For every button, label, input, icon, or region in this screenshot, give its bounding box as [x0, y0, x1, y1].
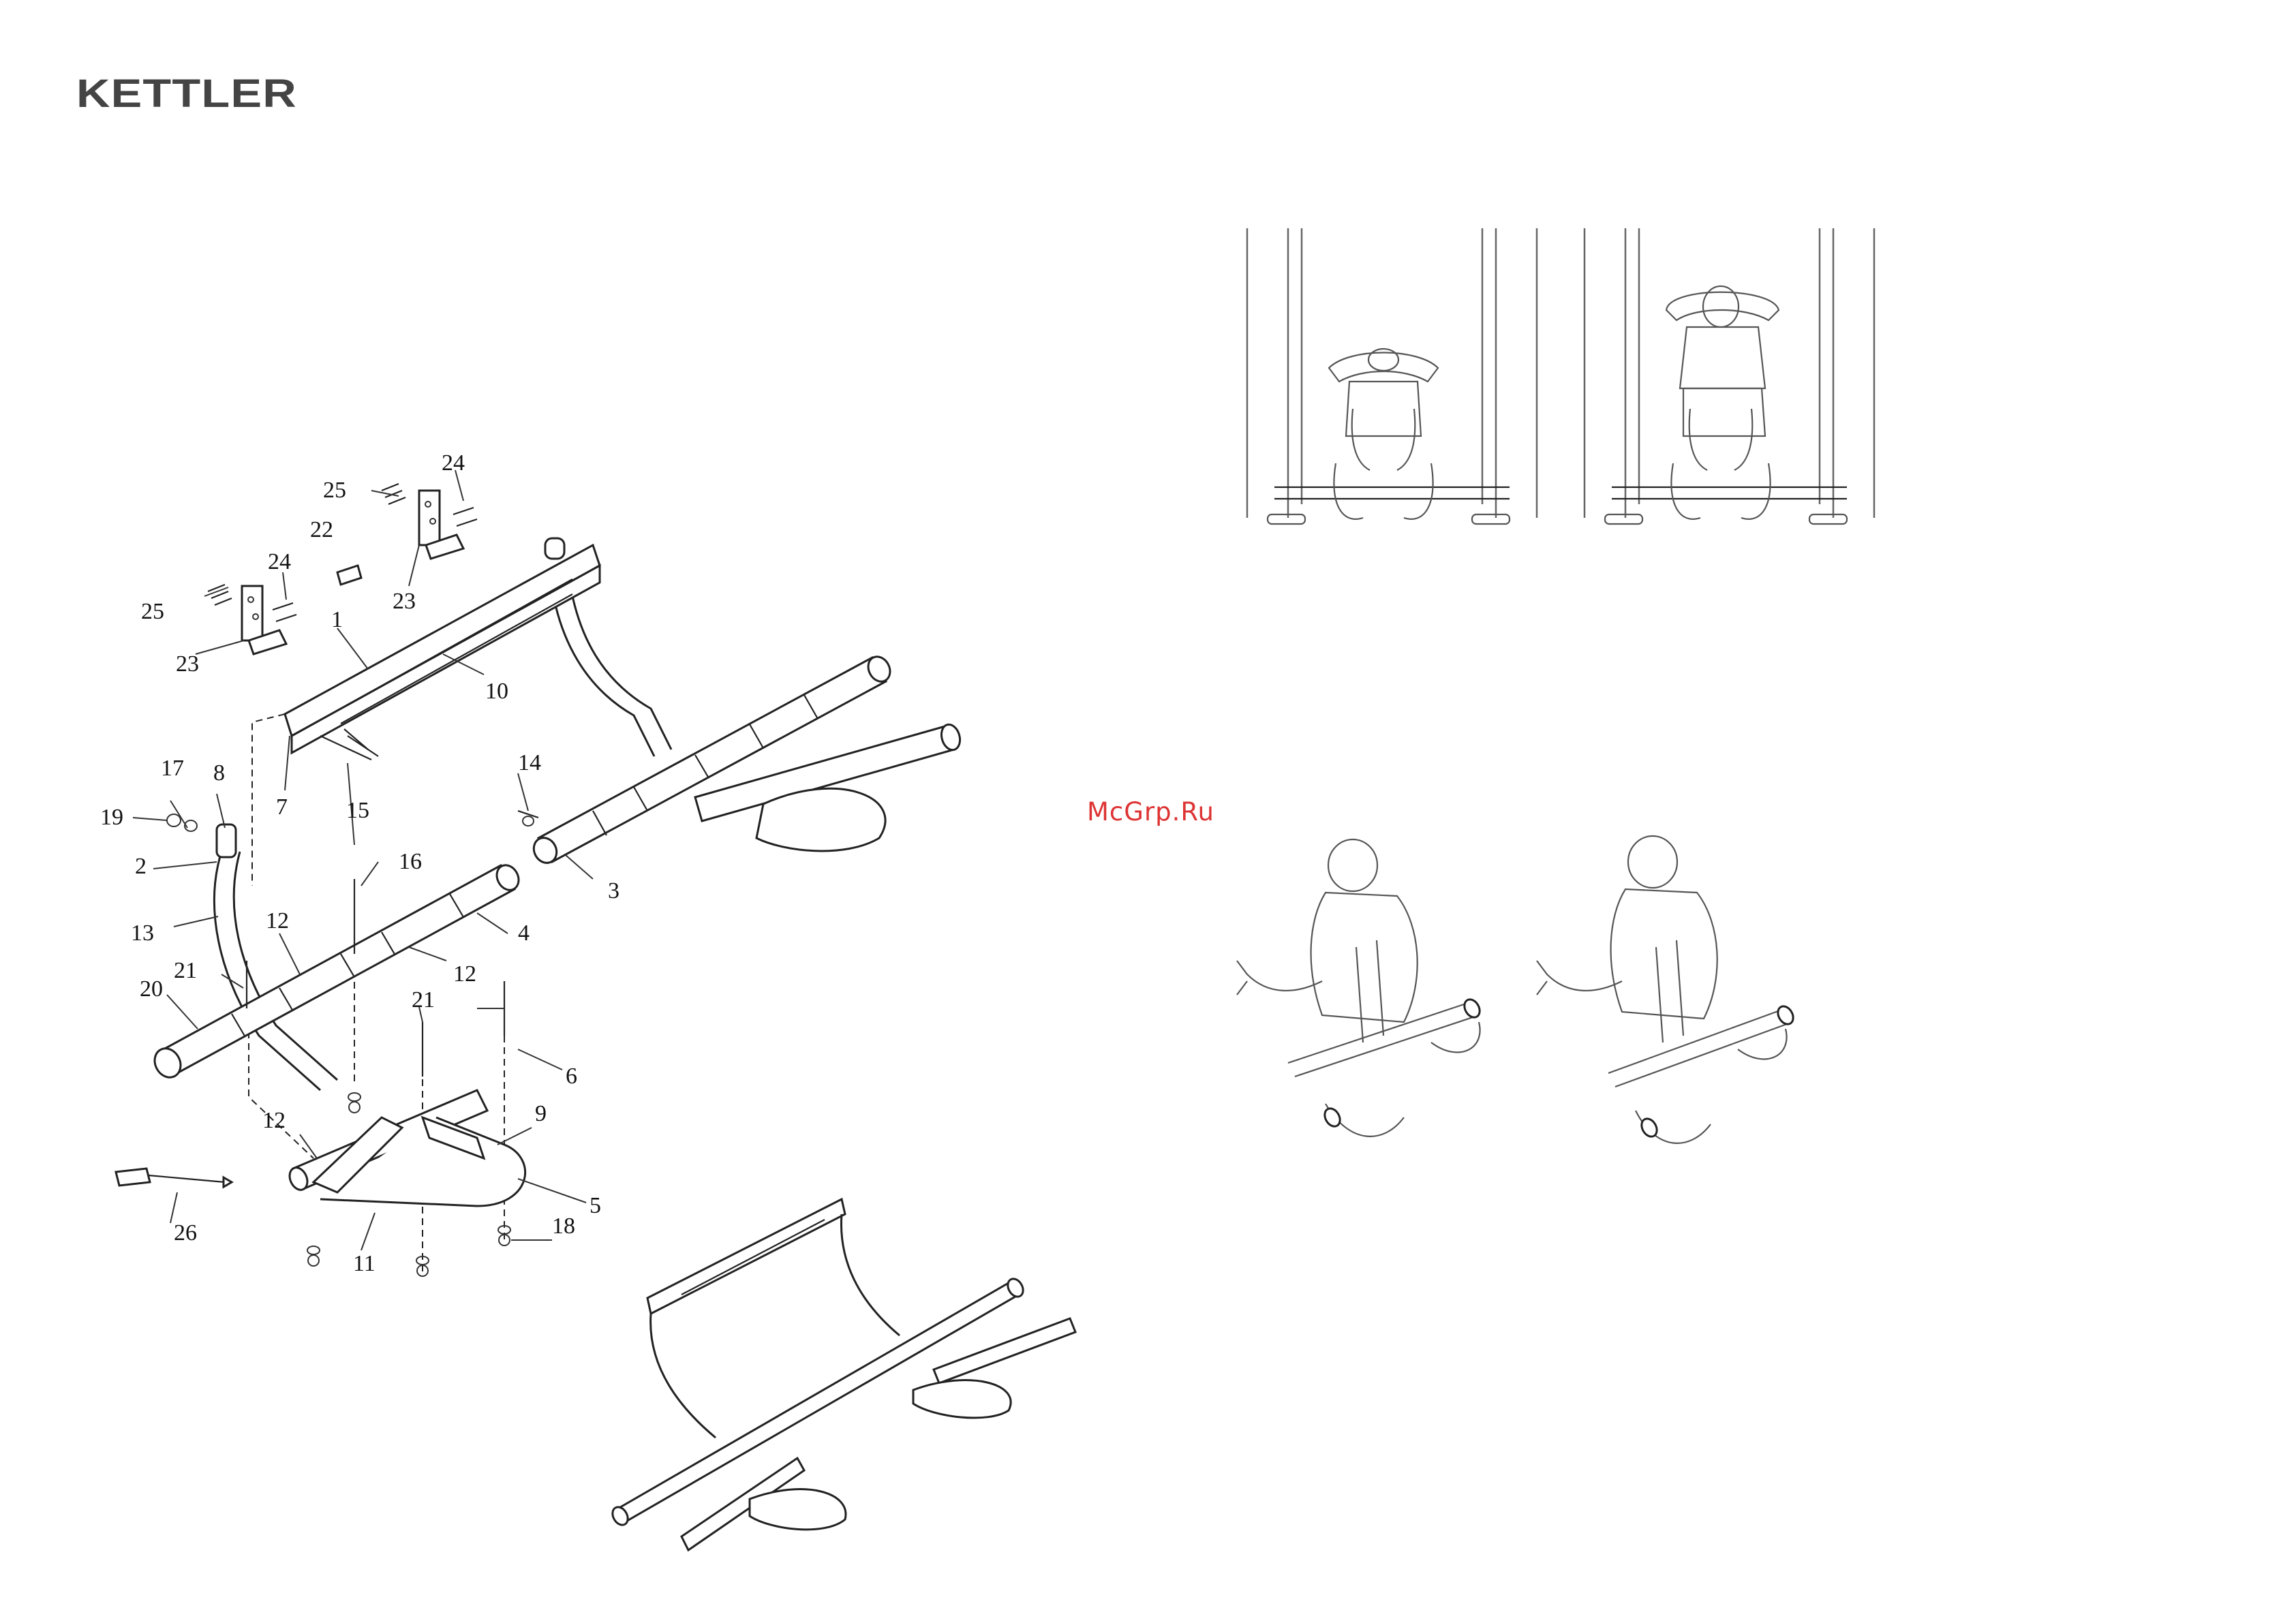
dip-position-end — [1537, 836, 1796, 1143]
dip-position-start — [1237, 839, 1483, 1137]
